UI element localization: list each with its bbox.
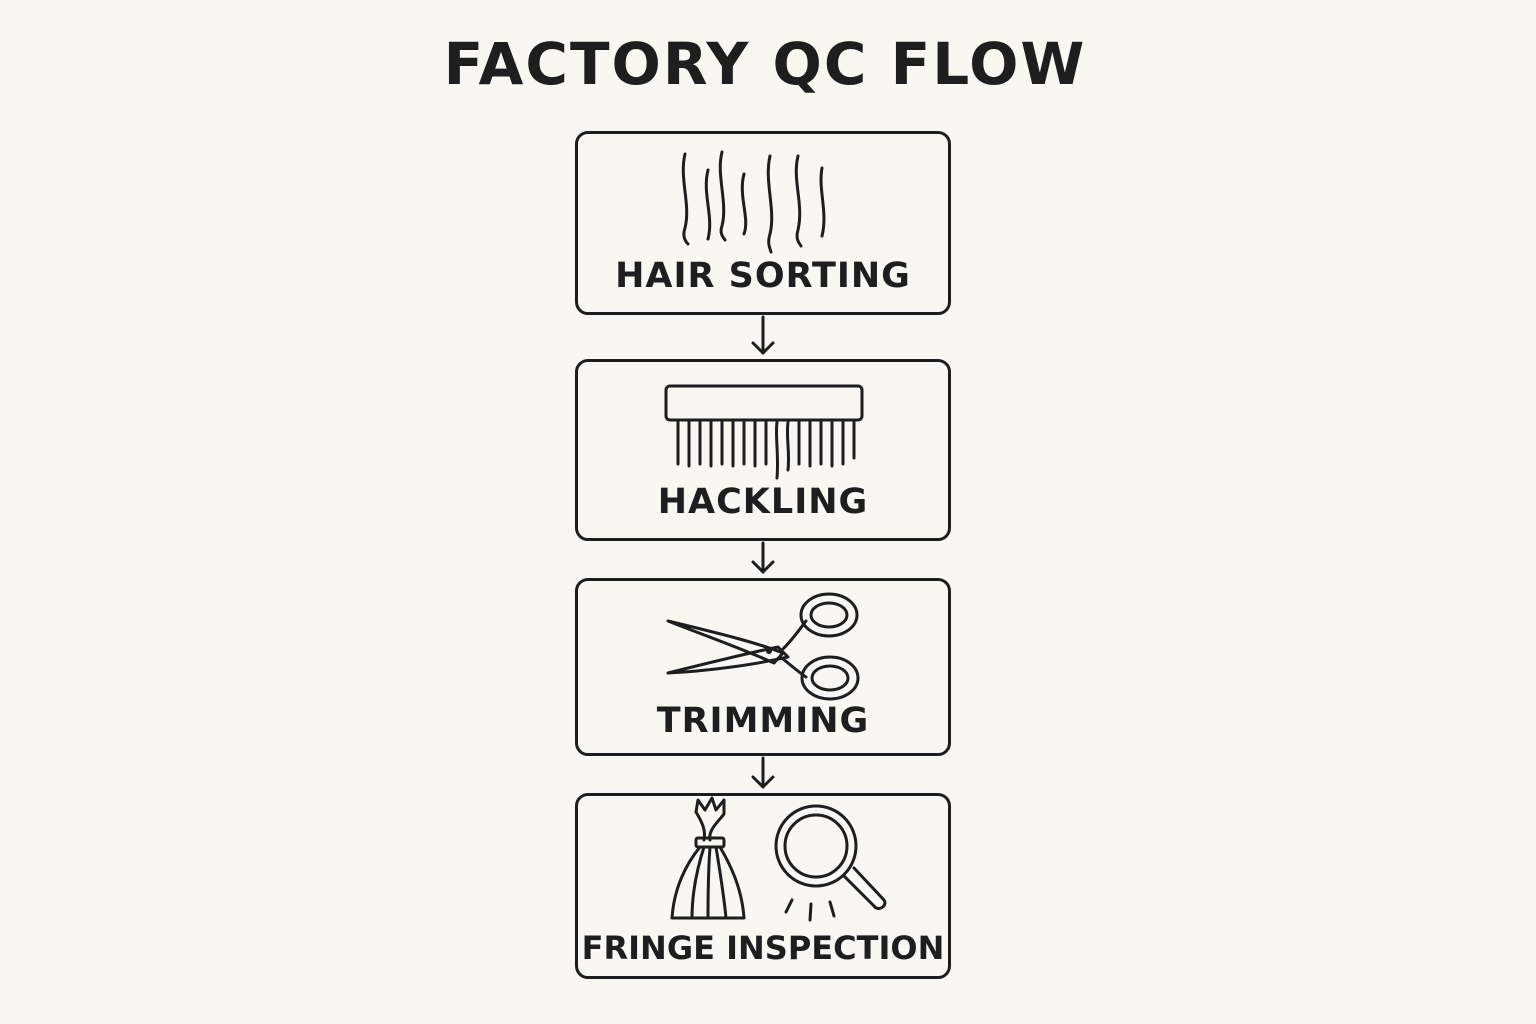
step-hackling: HACKLING: [575, 359, 951, 541]
step-label-fringe-inspection: FRINGE INSPECTION: [581, 929, 945, 967]
step-hair-sorting: HAIR SORTING: [575, 131, 951, 315]
fringe-bundle-icon: [670, 796, 746, 920]
step-fringe-inspection: FRINGE INSPECTION: [575, 793, 951, 979]
step-trimming: TRIMMING: [575, 578, 951, 756]
hair-strands-icon: [681, 150, 826, 254]
step-label-trimming: TRIMMING: [656, 701, 870, 741]
magnifier-icon: [774, 804, 887, 922]
step-label-hair-sorting: HAIR SORTING: [615, 256, 911, 296]
diagram-title: FACTORY QC FLOW: [443, 30, 1087, 98]
connector-arrow-3: [751, 756, 775, 789]
scissors-icon: [666, 592, 860, 701]
hackle-comb-icon: [664, 384, 864, 480]
connector-arrow-2: [751, 541, 775, 574]
step-label-hackling: HACKLING: [657, 482, 869, 522]
connector-arrow-1: [751, 315, 775, 355]
